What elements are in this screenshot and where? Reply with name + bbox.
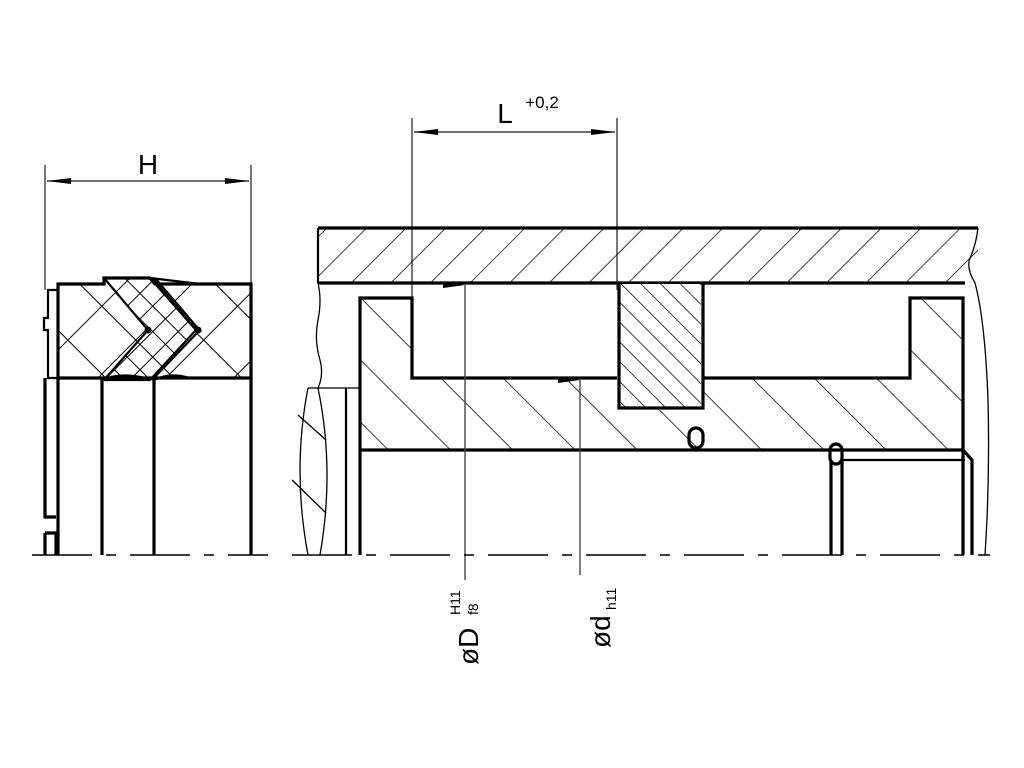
- housing-section-view: L +0,2: [291, 93, 990, 580]
- groove-diameter-tol: h11: [603, 587, 619, 610]
- o-rings: [687, 426, 844, 466]
- guide-ring: [617, 284, 705, 410]
- seal-stack: [42, 276, 253, 382]
- groove-diameter-label: ød h11: [585, 587, 619, 648]
- diameter-dimensions: [443, 282, 581, 580]
- dimension-h: H: [44, 149, 252, 290]
- dimension-l-tolerance: +0,2: [525, 93, 559, 112]
- bore-diameter-symbol: øD: [453, 628, 484, 665]
- groove-diameter-symbol: ød: [585, 615, 616, 648]
- bore-diameter-lower-tol: f8: [465, 603, 481, 615]
- cylinder-wall: [315, 226, 990, 556]
- shaft-stub: [291, 387, 360, 556]
- bore-diameter-upper-tol: H11: [447, 590, 463, 615]
- dimension-l-label: L: [497, 98, 513, 129]
- piston-rod: [829, 448, 974, 555]
- bore-diameter-label: øD H11 f8: [447, 590, 484, 665]
- seal-lower-lines: [43, 374, 253, 555]
- dimension-h-label: H: [138, 149, 158, 180]
- seal-profile-view: H: [32, 149, 268, 556]
